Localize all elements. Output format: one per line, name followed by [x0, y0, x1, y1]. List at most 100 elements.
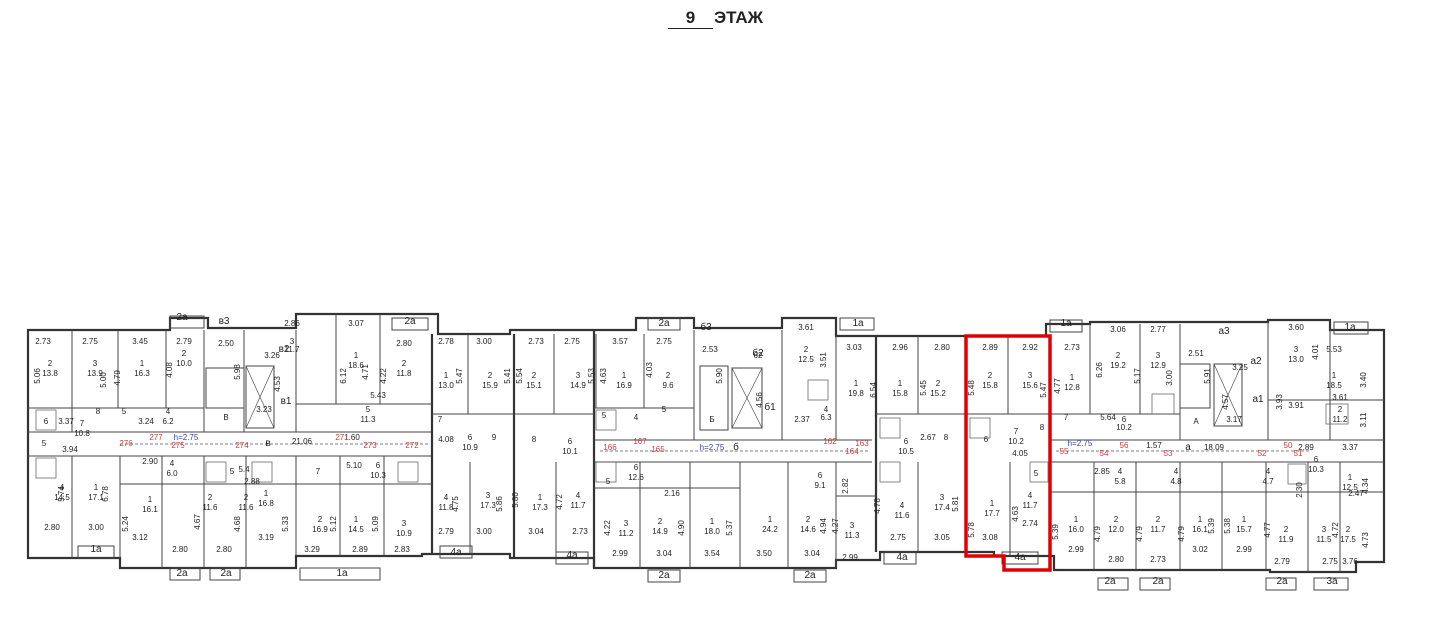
room-label: 4: [166, 407, 171, 416]
room-dimension-vertical: 5.09: [371, 516, 380, 532]
room-dimension-vertical: 4.56: [755, 392, 764, 408]
room-dimension-vertical: 4.22: [379, 368, 388, 384]
room-label: 2.75: [564, 337, 580, 346]
room-label: 15.1: [526, 381, 542, 390]
room-dimension-vertical: 5.39: [1051, 524, 1060, 540]
room-dimension-vertical: 5.80: [511, 492, 520, 508]
room-label: 5: [1034, 469, 1039, 478]
room-label: 2.79: [1274, 557, 1290, 566]
room-label: 3.37: [1342, 443, 1358, 452]
room-label: 11.6: [895, 511, 911, 520]
room-label: 1: [538, 493, 543, 502]
room-label: 5.43: [370, 391, 386, 400]
room-dimension-vertical: 5.98: [233, 364, 242, 380]
room-dimension-vertical: 5.54: [515, 368, 524, 384]
section-letter: в3: [219, 316, 230, 327]
balcony-label: 1а: [336, 568, 348, 579]
balcony-label: 1а: [90, 544, 102, 555]
room-label: 1: [1332, 371, 1337, 380]
section-letter: б2: [752, 347, 764, 359]
room-dimension-vertical: 4.63: [599, 368, 608, 384]
room-label: 2: [1114, 515, 1119, 524]
room-dimension-vertical: 4.27: [831, 518, 840, 534]
room-dimension-vertical: 5.06: [33, 368, 42, 384]
room-dimension-vertical: 4.79: [1177, 526, 1186, 542]
room-label: 2: [318, 515, 323, 524]
room-label: 11.9: [1279, 535, 1295, 544]
room-label: 5.53: [1326, 345, 1342, 354]
corridor-number: 166: [603, 443, 617, 452]
room-dimension-vertical: 5.47: [455, 368, 464, 384]
room-label: 2: [402, 359, 407, 368]
room-label: 24.2: [762, 525, 778, 534]
room-label: 2: [1156, 515, 1161, 524]
room-dimension-vertical: 5.37: [725, 520, 734, 536]
room-label: 1: [264, 489, 269, 498]
room-label: 11.3: [361, 415, 377, 424]
room-label: 10.8: [74, 429, 90, 438]
room-dimension-vertical: 4.78: [873, 498, 882, 514]
room-label: 3: [624, 519, 629, 528]
room-label: 18.5: [1326, 381, 1342, 390]
room-dimension-vertical: 5.38: [1223, 518, 1232, 534]
room-label: 13.8: [42, 369, 58, 378]
room-label: 2: [1338, 405, 1343, 414]
room-label: 21.06: [292, 437, 313, 446]
room-dimension-vertical: 5.45: [919, 380, 928, 396]
room-label: 6: [818, 471, 823, 480]
room-dimension-vertical: 5.47: [1039, 382, 1048, 398]
section-letter: а: [1185, 442, 1191, 453]
room-label: 8: [96, 407, 101, 416]
room-label: 6: [984, 435, 989, 444]
room-label: 3.04: [528, 527, 544, 536]
room-label: 3: [1322, 525, 1327, 534]
room-label: 8: [1040, 423, 1045, 432]
room-dimension-vertical: 5.17: [1133, 368, 1142, 384]
room-label: 2.37: [794, 415, 810, 424]
room-label: 5.4: [238, 465, 250, 474]
room-label: 14.9: [652, 527, 668, 536]
room-label: 2: [1346, 525, 1351, 534]
room-label: 2: [804, 345, 809, 354]
room-label: 1: [354, 351, 359, 360]
room-label: 3.08: [982, 533, 998, 542]
room-label: 2.75: [1322, 557, 1338, 566]
room-label: 17.7: [984, 509, 1000, 518]
room-label: 2: [936, 379, 941, 388]
room-dimension-vertical: 4.71: [361, 364, 370, 380]
room-label: 4: [1174, 467, 1179, 476]
room-dimension-vertical: 4.77: [1053, 378, 1062, 394]
room-label: 1: [710, 517, 715, 526]
room-label: 9.6: [662, 381, 674, 390]
room-dimension-vertical: 4.34: [1361, 478, 1370, 494]
section-letter: в1: [281, 396, 292, 407]
section-letter: б: [733, 441, 739, 453]
room-label: 6: [376, 461, 381, 470]
room-label: 2.80: [1108, 555, 1124, 564]
room-label: 1: [1074, 515, 1079, 524]
room-dimension-vertical: 4.08: [165, 362, 174, 378]
room-label: 14.9: [570, 381, 586, 390]
room-label: 15.2: [930, 389, 946, 398]
room-dimension-vertical: 2.82: [841, 478, 850, 494]
room-label: 12.8: [1064, 383, 1080, 392]
room-label: 3.91: [1288, 401, 1304, 410]
corridor-number: 272: [405, 441, 419, 450]
room-label: 17.3: [532, 503, 548, 512]
room-label: 2.77: [1150, 325, 1166, 334]
room-label: 62: [754, 351, 763, 360]
room-label: 4: [824, 405, 829, 414]
room-label: 3: [290, 337, 295, 346]
room-label: 17.5: [1340, 535, 1356, 544]
corridor-number: 52: [1258, 449, 1267, 458]
room-label: 15.7: [1236, 525, 1252, 534]
room-label: 11.5: [1317, 535, 1333, 544]
ceiling-height: h=2.75: [1068, 439, 1093, 448]
room-label: 4.08: [438, 435, 454, 444]
room-label: 16.1: [142, 505, 158, 514]
room-label: 18.0: [704, 527, 720, 536]
room-label: 2.99: [842, 553, 858, 562]
balcony-label: 1а: [1060, 318, 1072, 329]
room-label: 4: [634, 413, 639, 422]
room-label: 7: [80, 419, 85, 428]
